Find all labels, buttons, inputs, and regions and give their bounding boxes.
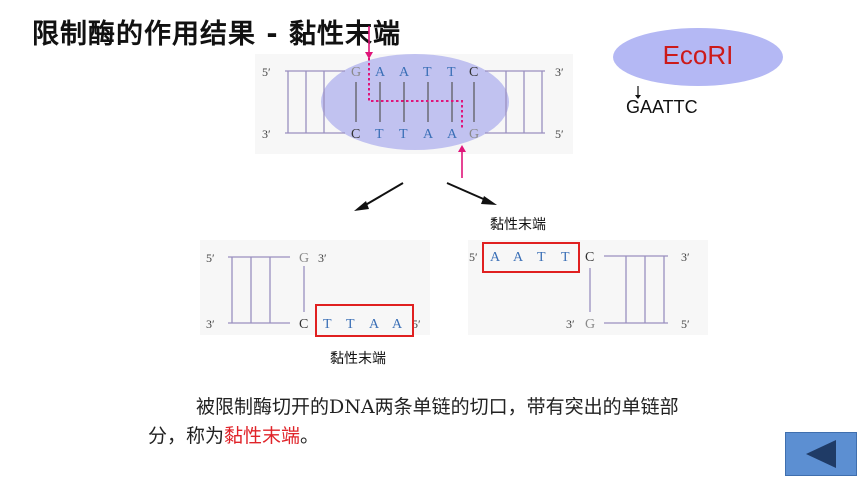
description: 被限制酶切开的DNA两条单链的切口，带有突出的单链部分，称为黏性末端。 bbox=[148, 393, 708, 451]
base: T bbox=[447, 65, 456, 80]
left-fragment-bottom-5-end: 5′ bbox=[412, 317, 421, 331]
left-fragment-bottom-strand: C T T A A bbox=[299, 317, 403, 332]
triangle-left-icon bbox=[806, 440, 836, 468]
description-text: 被限制酶切开的DNA两条单链的切口，带有突出的单链部分，称为 bbox=[148, 396, 679, 447]
enzyme-name: EcoRI bbox=[662, 40, 734, 70]
base: T bbox=[423, 65, 432, 80]
base: T bbox=[346, 317, 355, 332]
cut-bottom-arrow-icon bbox=[458, 145, 466, 178]
top-dna-left-ladder bbox=[285, 70, 345, 134]
cut-line bbox=[368, 58, 463, 130]
base: G bbox=[351, 65, 361, 80]
split-left-arrow-icon bbox=[354, 182, 404, 211]
split-right-arrow-icon bbox=[446, 182, 497, 205]
right-fragment-top-strand: A A T T C bbox=[490, 250, 594, 265]
base: G bbox=[469, 127, 479, 142]
right-fragment-bottom-base: G bbox=[585, 317, 595, 332]
base: C bbox=[351, 127, 360, 142]
base: A bbox=[399, 65, 410, 80]
left-sticky-end-box bbox=[315, 304, 414, 337]
page-title: 限制酶的作用结果 - 黏性末端 bbox=[32, 19, 402, 50]
top-dna-top-3-end: 3′ bbox=[555, 65, 564, 79]
base: C bbox=[469, 65, 478, 80]
base: T bbox=[537, 250, 546, 265]
left-fragment-ladder bbox=[228, 256, 290, 324]
right-fragment-bottom-3-end: 3′ bbox=[566, 317, 575, 331]
base: A bbox=[375, 65, 386, 80]
top-dna-bottom-5-end: 5′ bbox=[555, 127, 564, 141]
base: T bbox=[399, 127, 408, 142]
base: A bbox=[447, 127, 458, 142]
description-end: 。 bbox=[300, 425, 320, 447]
left-fragment-bottom-3-end: 3′ bbox=[206, 317, 215, 331]
left-sticky-end-label: 黏性末端 bbox=[330, 351, 386, 367]
description-highlight: 黏性末端 bbox=[224, 425, 301, 447]
top-dna-right-ladder bbox=[485, 70, 545, 134]
base: C bbox=[585, 250, 594, 265]
cut-top-arrow-icon bbox=[365, 26, 373, 59]
left-fragment-top-5-end: 5′ bbox=[206, 251, 215, 265]
right-fragment-top-3-end: 3′ bbox=[681, 250, 690, 264]
right-fragment-top-5-end: 5′ bbox=[469, 250, 478, 264]
base: T bbox=[561, 250, 570, 265]
left-fragment-top-base: G bbox=[299, 251, 309, 266]
top-dna-top-5-end: 5′ bbox=[262, 65, 271, 79]
top-dna-top-strand: G A A T T C bbox=[351, 65, 478, 80]
cut-site-highlight bbox=[321, 54, 509, 150]
enzyme-ellipse: EcoRI bbox=[613, 28, 783, 86]
site-arrow-icon bbox=[635, 86, 641, 99]
base: T bbox=[375, 127, 384, 142]
right-sticky-end-box bbox=[482, 242, 580, 273]
left-fragment-top-3-end: 3′ bbox=[318, 251, 327, 265]
base: A bbox=[490, 250, 501, 265]
top-dna-bottom-strand: C T T A A G bbox=[351, 127, 479, 142]
right-fragment-ladder bbox=[604, 255, 668, 324]
recognition-site: GAATTC bbox=[626, 97, 698, 117]
base: A bbox=[369, 317, 380, 332]
base: A bbox=[392, 317, 403, 332]
top-dna-bottom-3-end: 3′ bbox=[262, 127, 271, 141]
base: A bbox=[423, 127, 434, 142]
back-button[interactable] bbox=[785, 432, 857, 476]
right-sticky-end-label: 黏性末端 bbox=[490, 217, 546, 233]
base: C bbox=[299, 317, 308, 332]
right-fragment-bottom-5-end: 5′ bbox=[681, 317, 690, 331]
base: T bbox=[323, 317, 332, 332]
base: A bbox=[513, 250, 524, 265]
